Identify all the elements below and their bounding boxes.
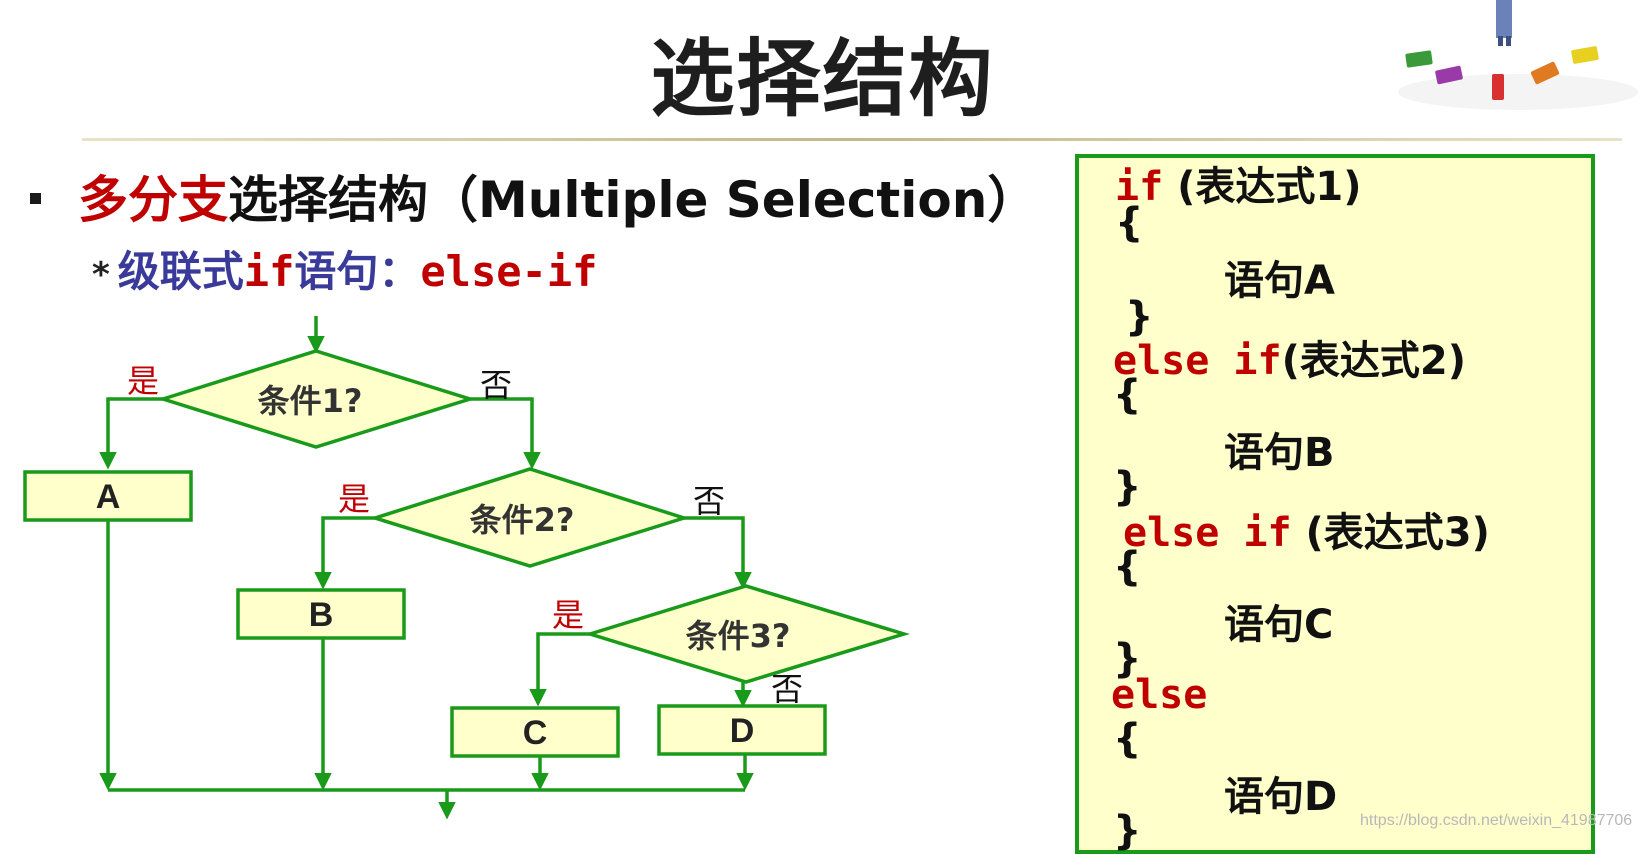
- no-label-1: 否: [480, 366, 512, 404]
- yes-label-3: 是: [552, 596, 584, 634]
- section-heading: 多分支选择结构（Multiple Selection）: [78, 160, 1037, 232]
- title-divider: [82, 138, 1622, 141]
- code-close-brace-2: }: [1113, 464, 1142, 510]
- condition-1-label: 条件1?: [258, 382, 363, 420]
- flowchart: 条件1? 条件2? 条件3? A B C D 是 否 是 否 是 否: [23, 316, 911, 820]
- code-open-brace-1: {: [1115, 200, 1144, 246]
- code-panel: if (表达式1) { 语句A } else if(表达式2) { 语句B } …: [1075, 154, 1595, 854]
- condition-1-diamond: [157, 349, 476, 449]
- sub-code-1: if: [243, 247, 295, 296]
- code-close-brace-3: }: [1113, 636, 1142, 682]
- subheading: *级联式if语句：else-if: [92, 238, 597, 299]
- code-line-if: if (表达式1): [1115, 164, 1362, 210]
- code-open-brace-3: {: [1113, 544, 1142, 590]
- code-open-brace-2: {: [1113, 372, 1142, 418]
- condition-3-label: 条件3?: [686, 617, 791, 655]
- box-c-label: C: [523, 714, 548, 752]
- box-a: [23, 470, 193, 522]
- code-stmt-a: 语句A: [1224, 258, 1335, 304]
- box-b-label: B: [309, 596, 334, 634]
- code-line-else-if-1: else if(表达式2): [1113, 338, 1466, 384]
- code-close-brace-1: }: [1125, 294, 1154, 340]
- no-label-2: 否: [693, 482, 725, 520]
- code-line-else-if-2: else if (表达式3): [1123, 510, 1490, 556]
- code-open-brace-4: {: [1113, 716, 1142, 762]
- yes-label-2: 是: [338, 480, 370, 518]
- condition-3-diamond: [584, 584, 911, 684]
- sub-bullet-star: *: [92, 255, 110, 295]
- sub-code-2: else-if: [420, 247, 598, 296]
- code-line-else: else: [1111, 672, 1208, 718]
- sub-text-1: 级联式: [117, 247, 244, 296]
- box-c: [450, 706, 620, 758]
- box-d-label: D: [730, 712, 755, 750]
- watermark: https://blog.csdn.net/weixin_41987706: [1360, 812, 1633, 829]
- heading-highlight: 多分支: [78, 171, 228, 229]
- code-stmt-d: 语句D: [1224, 774, 1338, 820]
- code-stmt-c: 语句C: [1224, 602, 1334, 648]
- code-stmt-b: 语句B: [1224, 430, 1335, 476]
- no-label-3: 否: [771, 670, 803, 708]
- sub-text-2: 语句：: [294, 247, 421, 296]
- bullet-square: [30, 193, 41, 204]
- page-title: 选择结构: [650, 30, 995, 128]
- condition-2-diamond: [369, 467, 690, 568]
- box-a-label: A: [96, 478, 121, 516]
- yes-label-1: 是: [127, 362, 159, 400]
- heading-text: 选择结构（Multiple Selection）: [228, 171, 1038, 229]
- figure-with-suitcases-image: [1398, 0, 1638, 110]
- condition-2-label: 条件2?: [470, 501, 575, 539]
- box-b: [236, 588, 406, 640]
- box-d: [657, 704, 827, 756]
- code-close-brace-4: }: [1113, 808, 1142, 854]
